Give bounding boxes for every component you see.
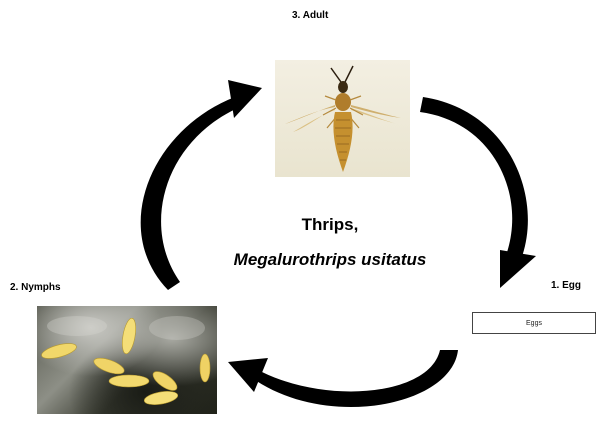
- eggs-placeholder-box: Eggs: [472, 312, 596, 334]
- diagram-scientific-name: Megalurothrips usitatus: [180, 250, 480, 270]
- arrow-adult-to-egg: [420, 97, 528, 262]
- nymphs-photo: [37, 306, 217, 414]
- arrow-egg-to-nymphs: [255, 350, 458, 407]
- adult-thrips-photo: [275, 60, 410, 177]
- stage-label-adult: 3. Adult: [292, 10, 328, 21]
- arrow-head-egg: [500, 250, 536, 288]
- arrow-head-adult: [228, 80, 262, 118]
- stage-label-nymphs: 2. Nymphs: [10, 282, 61, 293]
- stage-label-egg: 1. Egg: [551, 280, 581, 291]
- eggs-label: Eggs: [526, 320, 542, 327]
- diagram-title: Thrips,: [180, 215, 480, 235]
